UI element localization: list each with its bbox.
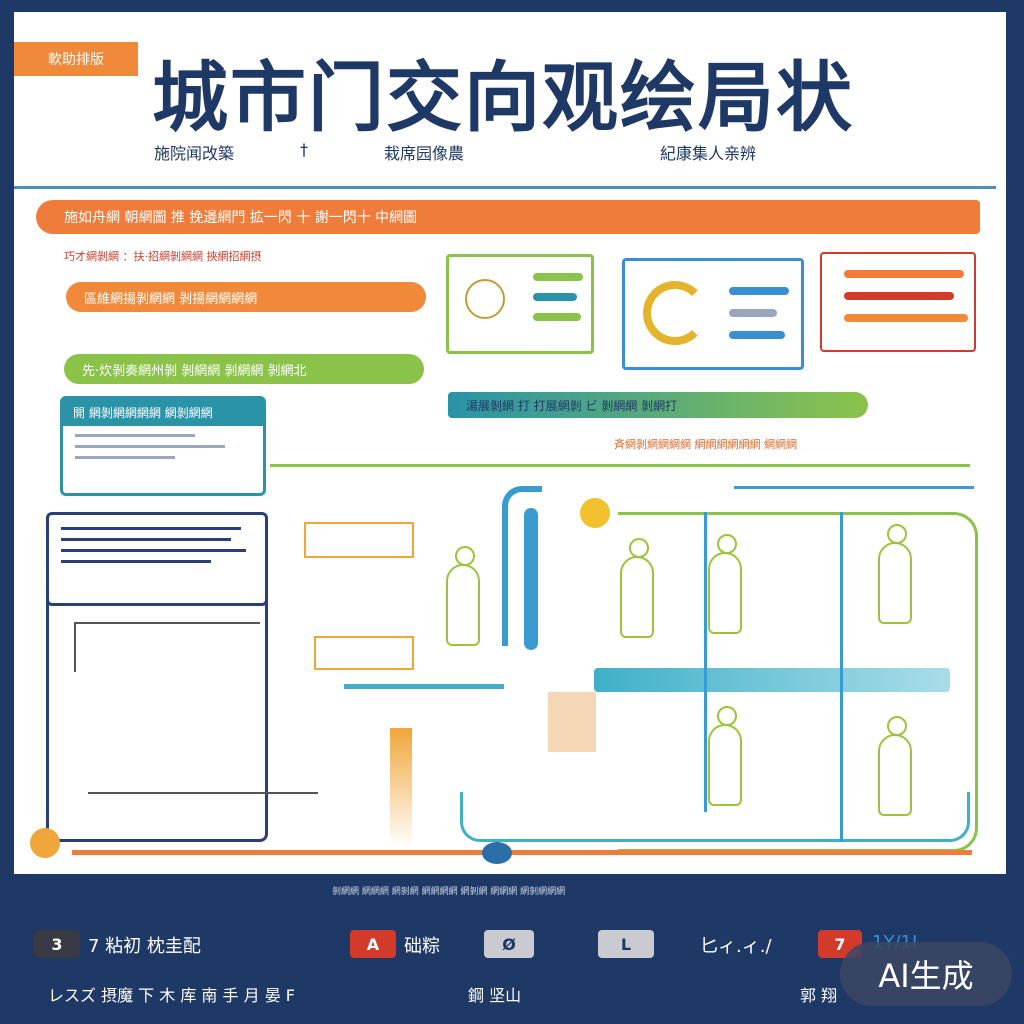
- diagram-block: [88, 792, 318, 822]
- mini-bar: [729, 287, 789, 295]
- text-line: [75, 456, 175, 459]
- subtitle-left: 施院闻改築: [154, 144, 235, 163]
- figure-icon: [878, 716, 912, 816]
- flow-line: [344, 684, 504, 689]
- green-pill-label: 先·炊剝奏網州剝 剝網網 剝網網 剝網北: [64, 354, 424, 384]
- poster-title: 城市门交向观绘局状: [152, 53, 854, 142]
- orange-marker-icon: [30, 828, 60, 858]
- footer-chip-2: A: [350, 930, 396, 958]
- mini-bar: [844, 314, 968, 322]
- figure-icon: [708, 534, 742, 634]
- red-bars-panel: [820, 252, 976, 352]
- yellow-marker-icon: [580, 498, 610, 528]
- text-line: [61, 560, 211, 563]
- text-line: [61, 538, 231, 541]
- orange-caption: 斉網剝網網網網 網網網網網網 網網網: [614, 438, 797, 451]
- flow-line: [704, 512, 707, 812]
- footer-chip-1-text: 7 粘初 枕圭配: [88, 936, 201, 957]
- portrait-icon: [465, 279, 505, 319]
- footer-bottom-mid: 鋼 坚山: [468, 986, 522, 1005]
- flow-line: [502, 486, 542, 646]
- mini-bar: [533, 273, 583, 281]
- footer-chip-5: 7: [818, 930, 862, 958]
- mini-bar: [533, 313, 581, 321]
- mini-bar: [729, 309, 777, 317]
- footer-chip-4-text: 匕ィ.ィ./: [700, 936, 772, 957]
- mini-bar: [844, 292, 954, 300]
- flow-line: [460, 792, 970, 842]
- ring-chart-icon: [643, 281, 707, 345]
- footer-bottom-line: レスズ 摂魔 下 木 库 南 手 月 晏 F: [48, 986, 295, 1005]
- text-line: [75, 434, 195, 437]
- footer-chip-2-text: 础粽: [404, 936, 440, 957]
- teal-green-pill-label: 湯展剝網 打 打展網剝 ビ 剝網網 剝網打: [448, 392, 868, 418]
- text-line: [61, 549, 246, 552]
- subtitle-mid: 栽席园像農: [384, 144, 465, 163]
- diagram-block: [314, 636, 414, 670]
- footer-chip-4: L: [598, 930, 654, 958]
- infographic-poster: 軟助排版 城市门交向观绘局状 施院闻改築 † 栽席园像農 紀康集人亲辨 施如舟網…: [14, 12, 1006, 874]
- figure-icon: [878, 524, 912, 624]
- flow-line: [840, 512, 843, 842]
- flow-line: [72, 850, 972, 855]
- diagram-block: [74, 622, 260, 672]
- blue-marker-icon: [482, 842, 512, 864]
- flow-band: [594, 668, 950, 692]
- navy-text-card: [46, 512, 268, 606]
- text-line: [75, 445, 225, 448]
- corner-tag: 軟助排版: [14, 42, 138, 76]
- blue-ring-panel: [622, 258, 804, 370]
- footer-chip-3: Ø: [484, 930, 534, 958]
- flow-line: [524, 508, 538, 650]
- diagram-block: [390, 728, 412, 848]
- top-divider: [14, 186, 996, 189]
- figure-icon: [708, 706, 742, 806]
- mini-bar: [729, 331, 785, 339]
- teal-card-header: 開 網剝網網網網 網剝網網: [63, 399, 263, 426]
- mini-bar: [844, 270, 964, 278]
- green-portrait-panel: [446, 254, 594, 354]
- diagram-block: [304, 522, 414, 558]
- text-line: [61, 527, 241, 530]
- ai-generated-watermark: AI生成: [840, 942, 1012, 1006]
- footer-chip-1: 3: [34, 930, 80, 958]
- figure-icon: [620, 538, 654, 638]
- subtitle-row: 施院闻改築 † 栽席园像農 紀康集人亲辨: [154, 140, 954, 170]
- footer-micro-line: 剝網網 網網網 網剝網 網網網網 網剝網 網網網 網剝網網網: [332, 887, 566, 897]
- diagram-block: [548, 692, 596, 752]
- flow-line: [270, 464, 970, 467]
- section-banner: 施如舟網 朝網圖 推 挽邊網門 拡一閃 十 謝一閃十 中網圖: [36, 200, 980, 234]
- subtitle-right: 紀康集人亲辨: [660, 144, 757, 163]
- red-caption: 巧才網剝網 ：扶·招網剝網網 挾網招網摂: [64, 250, 262, 263]
- figure-icon: [446, 546, 480, 646]
- orange-pill-label: 區維網揚剝網網 剝揚網網網網: [66, 282, 426, 312]
- cross-icon: †: [300, 140, 308, 159]
- mini-bar: [533, 293, 577, 301]
- teal-info-card: 開 網剝網網網網 網剝網網: [60, 396, 266, 496]
- flow-line: [734, 486, 974, 489]
- footer-bottom-right: 郭 翔: [800, 986, 838, 1005]
